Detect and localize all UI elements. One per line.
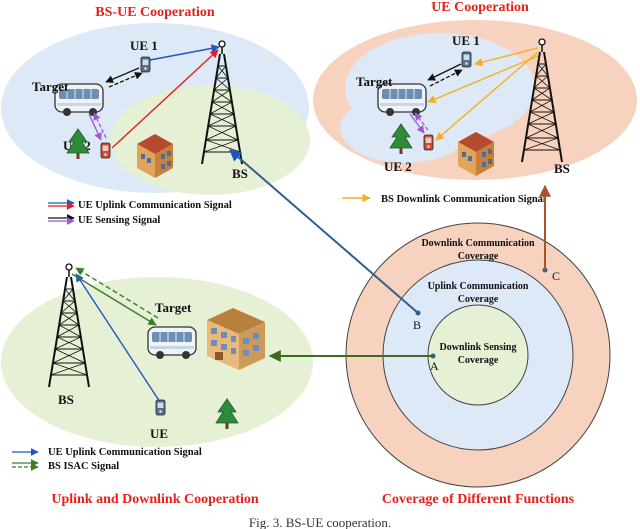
title-bs-ue-cooperation: BS-UE Cooperation — [95, 5, 215, 20]
label-bs-1: BS — [232, 166, 248, 181]
ue1-sensing-signal-tx — [105, 67, 140, 83]
legend-ue-uplink-3: UE Uplink Communication Signal — [48, 447, 202, 458]
legend-ue-sensing: UE Sensing Signal — [78, 215, 160, 226]
cov-middle-line2: Coverage — [458, 294, 499, 305]
cov-inner-line1: Downlink Sensing — [440, 342, 517, 353]
ue-phone-icon — [155, 399, 166, 416]
target-bus-icon-3 — [147, 326, 197, 360]
bs-downlink-to-ue2 — [435, 51, 539, 141]
cov-inner-line2: Coverage — [458, 355, 499, 366]
ue1-sensing-tx-2 — [427, 63, 462, 81]
ue2-sensing-signal-rx — [93, 112, 107, 139]
ue2-uplink-signal — [111, 49, 219, 149]
label-ue2-2: UE 2 — [384, 159, 412, 174]
label-ue1-1: UE 1 — [130, 38, 158, 53]
title-ue-cooperation: UE Cooperation — [431, 0, 529, 15]
legend-ue-uplink-1: UE Uplink Communication Signal — [78, 200, 232, 211]
ue1-phone-icon — [140, 56, 151, 73]
point-a-label: A — [430, 359, 439, 373]
label-ue: UE — [150, 426, 168, 441]
label-ue1-2: UE 1 — [452, 33, 480, 48]
ue2-phone-icon — [100, 142, 111, 159]
panel-bs-ue-cooperation: BS-UE Cooperation BS Target UE 1 UE 2 UE… — [1, 5, 310, 226]
legend-bs-isac: BS ISAC Signal — [48, 461, 119, 472]
ue2-phone-icon-2 — [423, 134, 434, 151]
cov-middle-line1: Uplink Communication — [428, 281, 529, 292]
ue-coop-uplink-ellipse-2 — [340, 93, 470, 163]
panel-uplink-downlink: BS Target UE UE Uplink Communication Sig… — [1, 263, 313, 472]
label-target-1: Target — [32, 79, 69, 94]
cov-outer-line1: Downlink Communication — [421, 238, 535, 249]
panel-ue-cooperation: UE Cooperation BS Target UE 1 UE 2 BS Do… — [313, 0, 637, 205]
bs-isac-rx — [75, 267, 159, 319]
ue2-sensing-signal-tx — [88, 113, 102, 141]
cov-outer-line2: Coverage — [458, 251, 499, 262]
point-c-label: C — [552, 269, 560, 283]
title-coverage: Coverage of Different Functions — [382, 492, 575, 507]
point-b-label: B — [413, 318, 421, 332]
label-bs-2: BS — [554, 161, 570, 176]
ue2-sensing-tx-2 — [409, 113, 425, 134]
ue-uplink-signal — [75, 273, 161, 403]
ue1-uplink-signal — [149, 44, 220, 61]
ue2-sensing-rx-2 — [414, 112, 429, 131]
bs-isac-tx — [71, 273, 157, 326]
panel-coverage: Downlink Communication Coverage Uplink C… — [345, 222, 611, 488]
bs-downlink-to-target — [427, 55, 539, 103]
label-bs-3: BS — [58, 392, 74, 407]
ue1-phone-icon-2 — [461, 51, 472, 68]
connector-b-to-bs-ue — [229, 149, 419, 314]
legend-bs-downlink: BS Downlink Communication Signal — [381, 194, 546, 205]
label-target-3: Target — [155, 300, 192, 315]
bs-downlink-to-ue1 — [474, 47, 539, 67]
title-uplink-downlink: Uplink and Downlink Cooperation — [51, 492, 259, 507]
label-target-2: Target — [356, 74, 393, 89]
figure-caption: Fig. 3. BS-UE cooperation. — [249, 515, 391, 529]
